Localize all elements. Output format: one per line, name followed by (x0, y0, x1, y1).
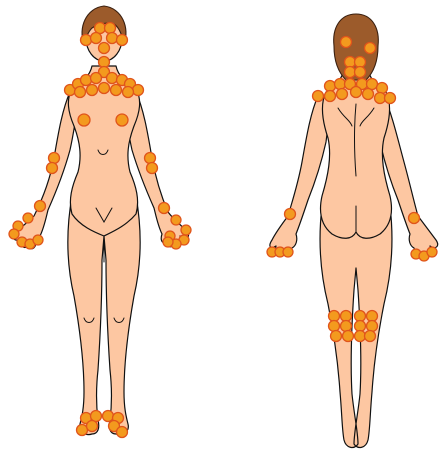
marker[interactable] (341, 37, 352, 48)
marker[interactable] (341, 321, 352, 332)
marker[interactable] (117, 35, 128, 46)
marker[interactable] (145, 153, 156, 164)
marker[interactable] (81, 75, 92, 86)
marker[interactable] (181, 225, 191, 235)
marker[interactable] (23, 213, 33, 223)
marker[interactable] (117, 427, 128, 438)
marker[interactable] (9, 229, 19, 239)
marker[interactable] (107, 73, 118, 84)
marker[interactable] (283, 247, 293, 257)
marker[interactable] (355, 57, 366, 68)
marker[interactable] (87, 421, 98, 432)
marker[interactable] (367, 79, 378, 90)
marker[interactable] (103, 411, 114, 422)
marker[interactable] (78, 114, 90, 126)
marker[interactable] (331, 331, 342, 342)
marker[interactable] (365, 331, 376, 342)
marker[interactable] (285, 209, 296, 220)
marker[interactable] (91, 73, 102, 84)
front-body-figure (9, 6, 191, 438)
back-body-figure (267, 14, 438, 447)
marker[interactable] (313, 91, 324, 102)
marker[interactable] (377, 83, 388, 94)
marker[interactable] (49, 153, 60, 164)
marker[interactable] (99, 43, 110, 54)
marker[interactable] (75, 87, 86, 98)
marker[interactable] (355, 67, 366, 78)
marker[interactable] (99, 83, 110, 94)
marker[interactable] (123, 87, 134, 98)
marker[interactable] (343, 331, 354, 342)
marker[interactable] (337, 89, 348, 100)
marker[interactable] (163, 237, 173, 247)
marker[interactable] (325, 91, 336, 102)
marker[interactable] (87, 85, 98, 96)
marker[interactable] (77, 425, 88, 436)
marker[interactable] (367, 321, 378, 332)
marker[interactable] (81, 35, 92, 46)
marker[interactable] (147, 163, 158, 174)
marker[interactable] (365, 43, 376, 54)
marker[interactable] (116, 114, 128, 126)
marker[interactable] (427, 247, 437, 257)
marker[interactable] (351, 87, 362, 98)
marker[interactable] (385, 93, 396, 104)
marker[interactable] (95, 23, 106, 34)
marker[interactable] (35, 201, 46, 212)
marker[interactable] (111, 85, 122, 96)
marker[interactable] (329, 321, 340, 332)
marker[interactable] (159, 203, 170, 214)
marker[interactable] (409, 213, 420, 224)
marker[interactable] (363, 89, 374, 100)
marker[interactable] (105, 23, 116, 34)
marker[interactable] (171, 215, 181, 225)
marker[interactable] (99, 57, 110, 68)
marker[interactable] (47, 163, 58, 174)
marker[interactable] (91, 33, 102, 44)
marker[interactable] (33, 235, 43, 245)
marker[interactable] (91, 411, 102, 422)
marker[interactable] (325, 81, 336, 92)
marker[interactable] (133, 85, 144, 96)
marker[interactable] (107, 33, 118, 44)
